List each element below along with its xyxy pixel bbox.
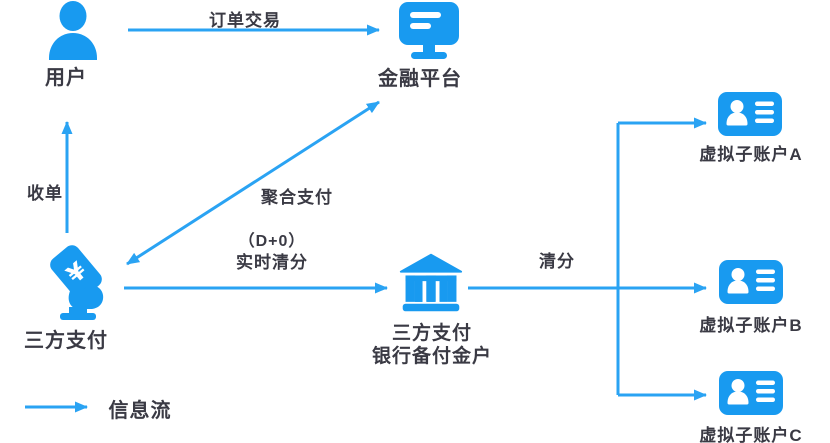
bank-icon	[398, 252, 464, 314]
bank-reserve-node-label: 三方支付 银行备付金户	[372, 322, 492, 368]
virtual-sub-account-c-label: 虚拟子账户C	[699, 426, 803, 443]
aggregate-payment-label: 聚合支付	[261, 188, 333, 207]
realtime-clearing-label: （D+0） 实时清分	[236, 231, 308, 274]
mobile-payment-icon: ¥	[42, 244, 114, 320]
virtual-sub-account-b-label: 虚拟子账户B	[699, 316, 803, 335]
virtual-sub-account-a-label: 虚拟子账户A	[699, 145, 803, 164]
realtime-clearing-label-line1: （D+0）	[238, 233, 306, 250]
user-node-label: 用户	[45, 67, 87, 89]
bank-reserve-label-line1: 三方支付	[391, 323, 473, 344]
aggregate-payment-double-arrow	[126, 100, 380, 266]
bank-reserve-label-line2: 银行备付金户	[371, 346, 493, 367]
monitor-icon	[398, 2, 460, 59]
acquiring-label: 收单	[27, 184, 63, 203]
id-card-icon	[719, 260, 783, 304]
legend-flow-label: 信息流	[108, 400, 172, 422]
id-card-icon	[719, 371, 783, 415]
realtime-clearing-label-line2: 实时清分	[236, 253, 308, 272]
order-transaction-label: 订单交易	[209, 11, 281, 30]
user-icon	[45, 1, 101, 60]
third-party-payment-node-label: 三方支付	[24, 330, 108, 352]
id-card-icon	[718, 92, 782, 136]
platform-node-label: 金融平台	[378, 68, 462, 90]
clearing-label: 清分	[539, 252, 575, 271]
